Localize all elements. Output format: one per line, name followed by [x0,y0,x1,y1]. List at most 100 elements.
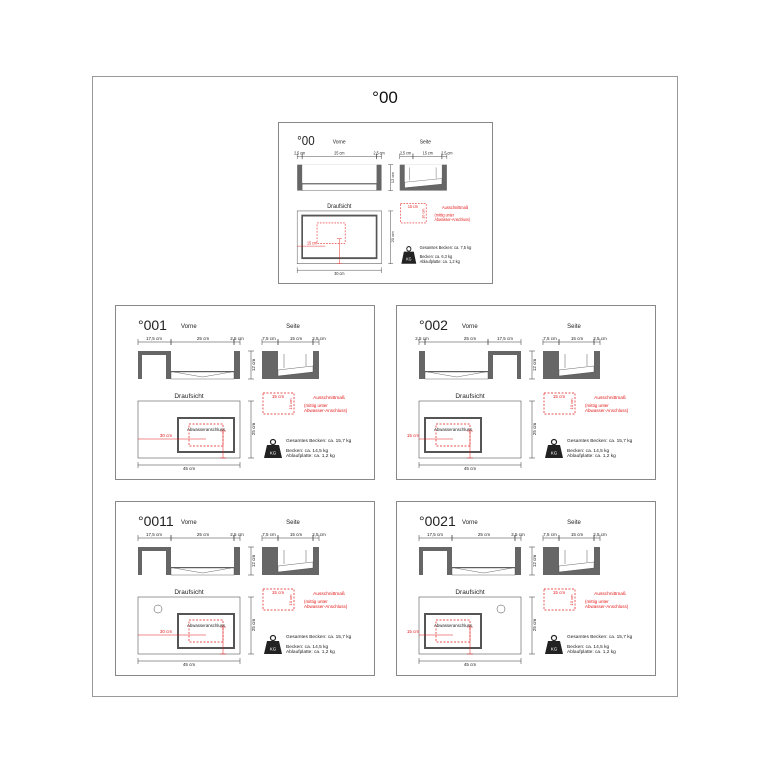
card-title: °002 [419,317,448,333]
dim-label: 2,5 cm [441,150,453,155]
cutout-height: 10 cm [422,209,426,219]
front-view-drawing [419,547,521,576]
product-sheet-card: °001 Vorne Seite 17,5 cm 25 cm 2,5 cm 7,… [115,305,375,480]
front-view-label: Vorne [181,520,197,526]
cutout-outline [262,392,295,415]
depth-dim: 25 cm [532,423,537,436]
height-dim: 12 cm [390,171,395,183]
product-sheet-card: °0021 Vorne Seite 17,5 cm 25 cm 2,5 cm 7… [396,501,656,676]
offset-dim: 15 cm [407,433,420,438]
cutout-width: 15 cm [553,394,566,399]
side-view-drawing [543,547,600,575]
cutout-height: 10 cm [569,594,574,606]
top-view-drawing [137,400,241,459]
top-view-drawing [418,400,522,459]
cutout-height: 10 cm [569,398,574,410]
basin-weight: Becken: ca. 14,5 kg [286,644,328,650]
front-view-drawing [138,351,240,380]
height-dim: 12 cm [532,359,537,372]
dim-label: 2,5 cm [230,532,244,537]
weight-icon: KG [401,246,417,264]
total-weight: Gesamtes Becken: ca. 15,7 kg [567,438,633,444]
weight-icon: KG [264,634,282,654]
total-weight: Gesamtes Becken: ca. 15,7 kg [286,438,352,444]
basin-weight: Becken: ca. 6,3 kg [420,254,453,259]
cutout-width: 15 cm [272,590,285,595]
dim-label: 25 cm [478,532,491,537]
width-dim: 45 cm [464,466,477,471]
weight-icon-label: KG [551,451,558,456]
dim-label: 25 cm [197,336,210,341]
total-weight: Gesamtes Becken: ca. 15,7 kg [286,634,352,640]
front-view-label: Vorne [462,324,478,330]
width-dim: 45 cm [183,466,196,471]
sheet-frame [92,76,678,697]
offset-dim: 15 cm [307,240,318,245]
cutout-note: Abwasser-Anschluss) [585,604,629,609]
page-title: °00 [372,88,398,107]
cutout-label: Ausschnittmaß [442,205,469,210]
dim-label: 7,5 cm [543,532,557,537]
weight-icon-label: KG [551,647,558,652]
depth-dim: 25 cm [251,619,256,632]
plate-weight: Ablaufplatte: ca. 1,2 kg [286,453,335,459]
top-view-label: Draufsicht [327,204,352,210]
top-view-label: Draufsicht [174,393,203,400]
top-view-drawing [296,210,382,264]
tap-hole [153,604,163,614]
depth-dim: 25 cm [251,423,256,436]
card-title: °0021 [419,513,456,529]
front-view-drawing [419,351,521,380]
cutout-label: Ausschnittmaß [313,395,345,401]
drain-label: Abwasseranschluss [434,623,472,628]
top-view-label: Draufsicht [455,393,484,400]
offset-dim: 30 cm [160,433,173,438]
height-dim: 12 cm [251,359,256,372]
dim-label: 15 cm [423,150,434,155]
dim-label: 17,5 cm [146,532,162,537]
dim-label: 2,5 cm [400,150,412,155]
side-view-label: Seite [286,324,300,330]
plate-weight: Ablaufplatte: ca. 1,2 kg [567,649,616,655]
cutout-note: (mittig unter [304,403,328,408]
dim-label: 15 cm [290,336,303,341]
product-sheet-card: °00 Vorne Seite 2,5 cm 25 cm 2,5 cm 2,5 … [278,122,493,284]
front-view-label: Vorne [462,520,478,526]
depth-dim: 20 cm [390,230,395,242]
dim-label: 2,5 cm [373,150,385,155]
dim-label: 15 cm [571,336,584,341]
cutout-note: (mittig unter [434,212,454,217]
width-dim: 30 cm [334,271,345,276]
cutout-width: 15 cm [408,204,419,209]
front-view-drawing [138,547,240,576]
product-sheet-card: °0011 Vorne Seite 17,5 cm 25 cm 2,5 cm 7… [115,501,375,676]
total-weight: Gesamtes Becken: ca. 7,5 kg [420,245,472,250]
basin-weight: Becken: ca. 14,5 kg [286,448,328,454]
plate-weight: Ablaufplatte: ca. 1,2 kg [567,453,616,459]
width-dim: 45 cm [183,662,196,667]
weight-icon: KG [545,634,563,654]
drain-label: Abwasseranschluss [187,623,225,628]
card-title: °001 [138,317,167,333]
drain-label: Abwasseranschluss [187,427,225,432]
dim-label: 2,5 cm [593,532,607,537]
front-view-label: Vorne [181,324,197,330]
cutout-height: 10 cm [288,398,293,410]
cutout-note: Abwasser-Anschluss) [304,604,348,609]
tap-hole [496,604,506,614]
height-dim: 12 cm [532,555,537,568]
top-view-label: Draufsicht [455,589,484,596]
side-view-drawing [262,351,319,379]
top-view-drawing [418,596,522,655]
height-dim: 12 cm [251,555,256,568]
dim-label: 2,5 cm [593,336,607,341]
side-view-label: Seite [420,139,431,145]
dim-label: 15 cm [290,532,303,537]
cutout-label: Ausschnittmaß [594,395,626,401]
cutout-outline [543,392,576,415]
cutout-note: (mittig unter [585,599,609,604]
dim-label: 2,5 cm [230,336,244,341]
cutout-height: 10 cm [288,594,293,606]
weight-icon-label: KG [406,256,411,261]
dim-label: 25 cm [464,336,477,341]
